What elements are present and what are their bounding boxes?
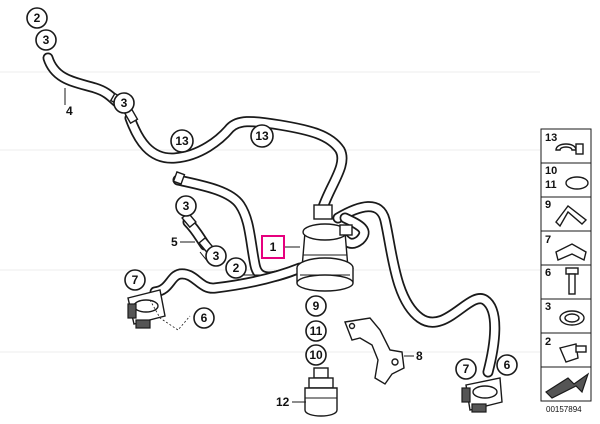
callout-6-left: 6 [193,307,215,329]
svg-text:13: 13 [175,134,189,148]
callout-10: 10 [305,344,327,366]
svg-text:2: 2 [34,11,41,25]
connector-stub-icon [575,345,587,353]
callout-13-right: 13 [250,124,274,148]
o-ring-icon [565,176,589,190]
svg-text:10: 10 [309,348,323,362]
legend-label-13: 13 [545,132,557,144]
bolt-head-icon [565,267,579,275]
callout-11: 11 [305,320,327,342]
legend-label-9: 9 [545,199,551,211]
callout-3-lower: 3 [205,245,227,267]
bracket [344,317,405,385]
legend-label-11: 11 [545,179,557,191]
svg-text:13: 13 [255,129,269,143]
legend-label-10: 10 [545,165,557,177]
hose-lower-left [149,262,306,298]
callout-13-left: 13 [170,129,194,153]
hose-right [332,201,501,378]
label-12: 12 [276,395,290,409]
svg-text:7: 7 [132,273,139,287]
svg-text:3: 3 [43,33,50,47]
left-valve [127,289,166,329]
svg-text:2: 2 [233,261,240,275]
svg-text:11: 11 [310,324,323,338]
label-5: 5 [171,235,178,249]
svg-text:6: 6 [504,358,511,372]
background-ghost-lines [0,71,540,353]
callout-3-upper: 3 [113,92,135,114]
hose-13-main [124,112,348,216]
callout-3-top: 3 [35,29,57,51]
label-1-highlighted: 1 [261,235,285,259]
callout-6-right: 6 [496,354,518,376]
svg-text:1: 1 [270,240,277,254]
right-valve [461,377,503,413]
legend-label-7: 7 [545,234,551,246]
clamp-tab-icon [575,143,584,155]
bracket-clip-icon [555,243,587,262]
hose-top-left [42,52,123,108]
secondary-air-pump [296,204,354,292]
svg-text:3: 3 [121,96,128,110]
label-8: 8 [416,349,423,363]
svg-text:3: 3 [183,199,190,213]
svg-text:3: 3 [213,249,220,263]
direction-arrow-icon [545,372,590,399]
hose-clamp-icon [555,143,577,151]
callout-7-left: 7 [124,269,146,291]
legend-label-3: 3 [545,301,551,313]
legend-label-2: 2 [545,336,551,348]
svg-text:7: 7 [463,362,470,376]
bolt-shank-icon [568,273,576,295]
gasket-icon [555,205,588,228]
connector-icon [559,343,579,363]
callout-3-mid: 3 [175,195,197,217]
diagram-id: 00157894 [546,405,582,414]
callout-2-top: 2 [26,7,48,29]
callout-2-mid: 2 [225,257,247,279]
svg-text:9: 9 [313,299,320,313]
svg-text:6: 6 [201,311,208,325]
legend-panel: 13 10 11 9 7 6 3 2 [540,128,592,402]
callout-7-right: 7 [455,358,477,380]
label-4: 4 [66,104,73,118]
filter-element [304,367,338,417]
legend-label-6: 6 [545,267,551,279]
callout-9: 9 [305,295,327,317]
